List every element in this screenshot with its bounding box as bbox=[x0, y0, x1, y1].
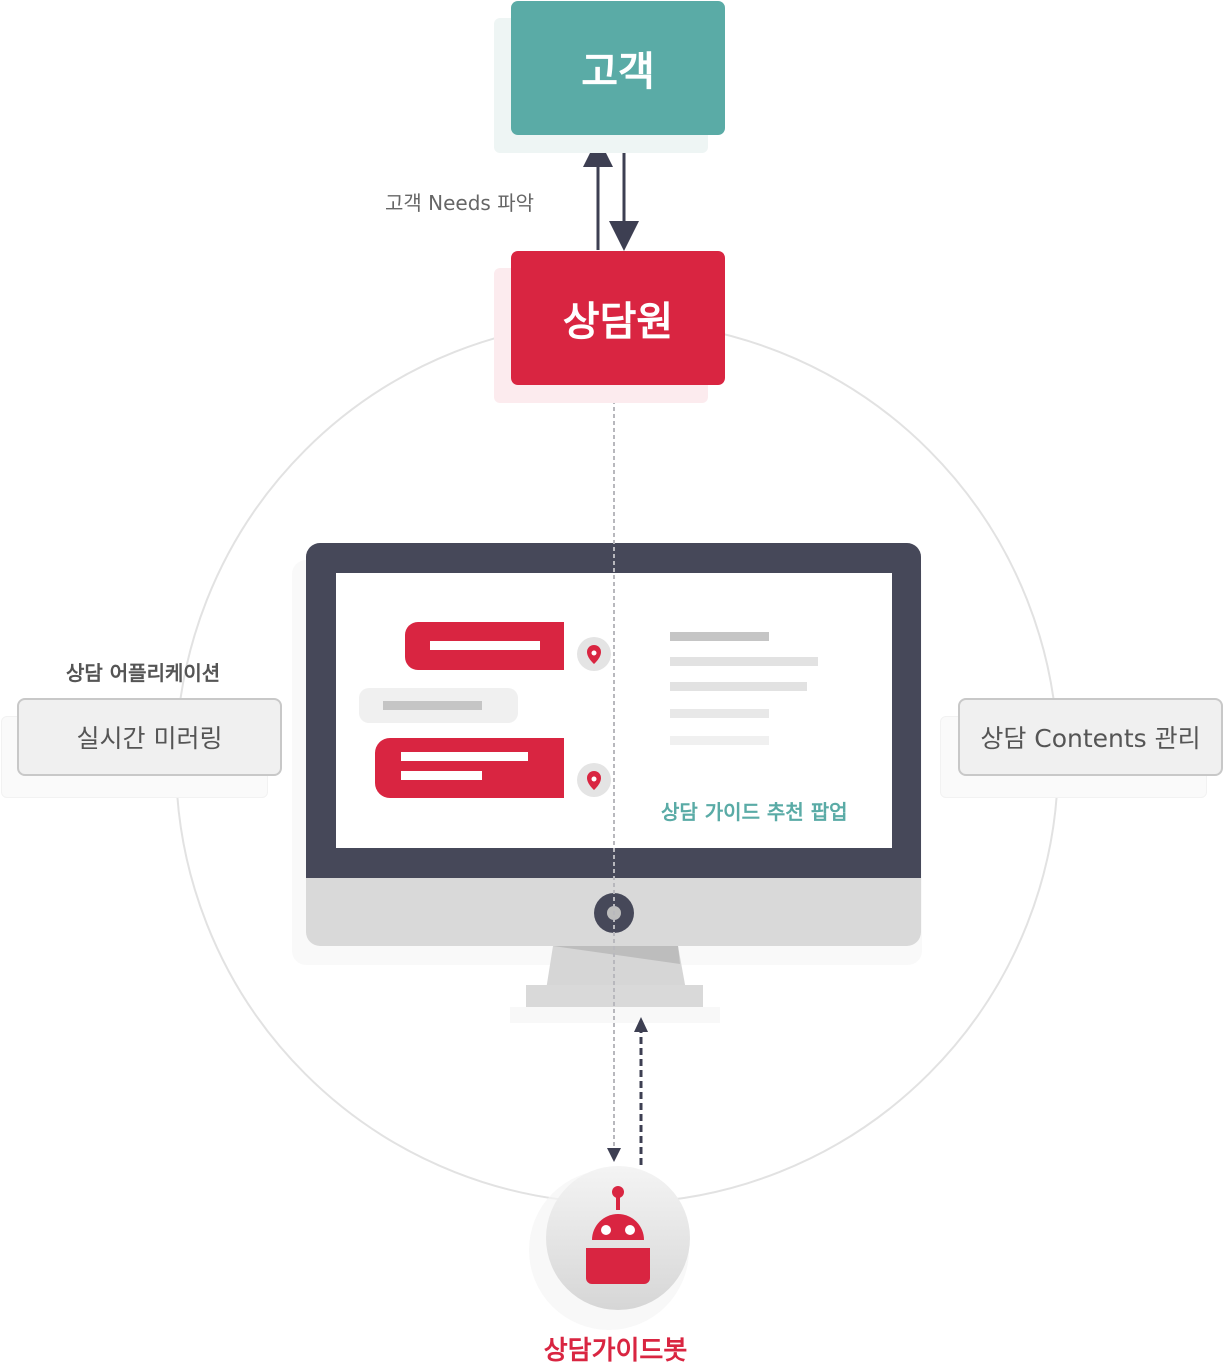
arrow-to-bot bbox=[607, 1148, 621, 1162]
customer-node: 고객 bbox=[511, 1, 725, 135]
popup-caption: 상담 가이드 추천 팝업 bbox=[661, 800, 848, 824]
guide-lines bbox=[670, 632, 818, 745]
app-caption: 상담 어플리케이션 bbox=[66, 661, 221, 685]
bot-label-text: 상담가이드봇 bbox=[543, 1336, 688, 1366]
contents-box: 상담 Contents 관리 bbox=[958, 698, 1223, 776]
robot-marker-icon bbox=[577, 637, 611, 797]
chat-bubbles bbox=[359, 622, 564, 798]
mirroring-label: 실시간 미러링 bbox=[76, 724, 223, 753]
mirroring-box: 실시간 미러링 bbox=[17, 698, 282, 776]
robot-icon bbox=[529, 1166, 690, 1330]
agent-node: 상담원 bbox=[511, 251, 725, 385]
agent-label: 상담원 bbox=[562, 299, 674, 345]
customer-label: 고객 bbox=[581, 49, 655, 95]
needs-label: 고객 Needs 파악 bbox=[385, 191, 535, 215]
bot-label: 상담가이드봇 bbox=[0, 1330, 1225, 1367]
contents-label: 상담 Contents 관리 bbox=[980, 724, 1201, 753]
